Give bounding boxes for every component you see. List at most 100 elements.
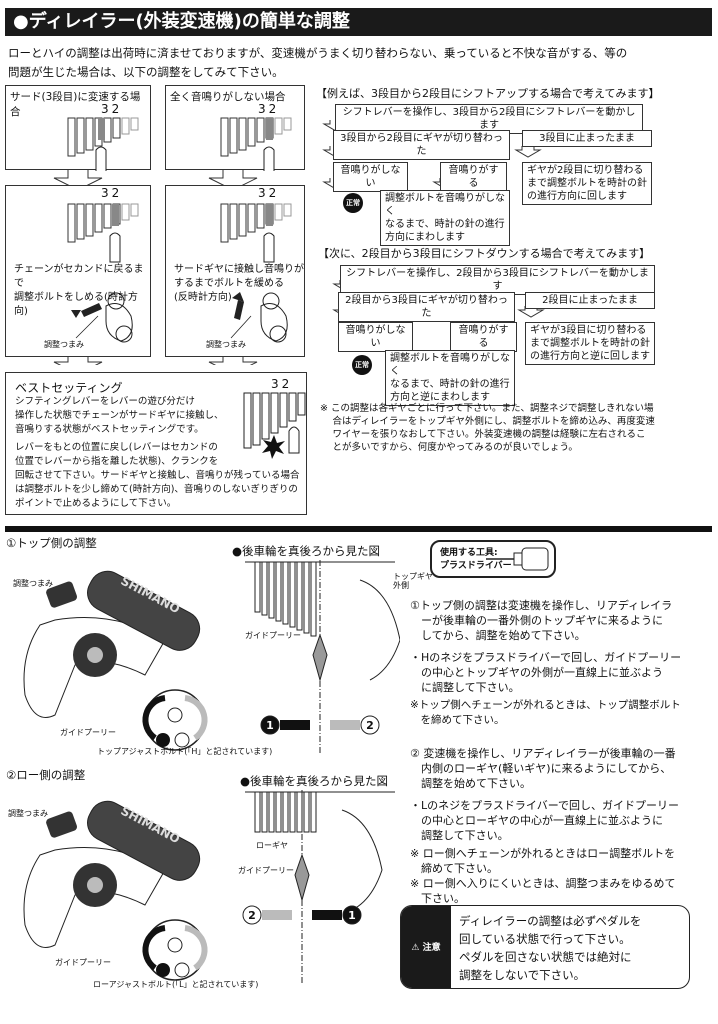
arrow-1: [262, 910, 292, 920]
top-instruction: ①トップ側の調整は変速機を操作し、リアディレイラ ーが後車輪の一番外側のトップギ…: [410, 598, 700, 643]
text-line: ペダルを回さない状態では絶対に: [459, 950, 632, 964]
text-line: 位置でレバーから指を離した状態)、クランクを: [15, 456, 219, 467]
pulley-label: ガイドプーリー: [238, 866, 294, 875]
text-line: ギヤが2段目に切り替わる: [527, 165, 644, 176]
text-line: チェーンがセカンドに戻るまで: [14, 264, 144, 289]
gear-cog: [238, 203, 247, 237]
guide-pulley: [263, 146, 275, 171]
guide-pulley: [312, 633, 328, 682]
flow-down-no-noise: 音鳴りがしない: [338, 322, 413, 352]
derailleur-top-illustration: [23, 570, 208, 751]
text-line: まで調整ボルトを時計の針: [527, 178, 647, 189]
gear-cog: [238, 117, 247, 151]
text-line: してから、調整を始めて下さい。: [410, 629, 586, 642]
gear-cog: [247, 117, 256, 147]
flow-up-switched: 3段目から2段目にギヤが切り替わった: [333, 130, 510, 160]
cog: [261, 791, 268, 833]
derailleur-part: [142, 695, 166, 741]
best-setting-panel: ベストセッティング 32 シフティングレバーをレバーの遊び分だけ 操作した状態で…: [5, 372, 307, 515]
text-line: 音鳴りする状態がベストセッティングです。: [15, 424, 204, 435]
knob-label: 調整つまみ: [8, 809, 48, 818]
derailleur-part: [167, 707, 183, 723]
text-line: ワイヤーを張りなおして下さい。外装変速機の調整は経験に左右されるこ: [320, 429, 646, 440]
cog: [282, 561, 289, 625]
flow-down-start: シフトレバーを操作し、2段目から3段目にシフトレバーを動かします: [340, 265, 655, 295]
derailleur-part: [87, 647, 103, 663]
cog: [275, 791, 282, 833]
loosen-text: サードギヤに接触し音鳴りが するまでボルトを緩める (反時計方向): [174, 263, 304, 305]
text-line: 使用する工具:: [440, 548, 498, 558]
text-line: 操作した状態でチェーンがサードギヤに接触し、: [15, 410, 224, 421]
text-line: 内側のローギヤ(軽いギヤ)に来るようにしてから、: [410, 762, 672, 775]
text-line: 調整を始めて下さい。: [410, 777, 531, 790]
derailleur-low-illustration: [23, 800, 208, 981]
gear-cog: [220, 203, 229, 243]
derailleur-counterclockwise-illustration: [230, 292, 288, 343]
chain-highlight: [266, 204, 273, 226]
text-line: の進行方向と逆に回します: [530, 351, 650, 362]
derailleur-part: [174, 962, 190, 978]
gear-cog: [112, 117, 121, 139]
low-adjust-title: ②ロー側の調整: [6, 768, 86, 782]
text-line: ギヤが3段目に切り替わる: [530, 325, 647, 336]
derailleur-part: [46, 581, 78, 608]
panel-tighten: 32 チェーンがセカンドに戻るまで 調整ボルトをしめる(時計方向) 調整つまみ: [5, 185, 151, 357]
intro-line: 問題が生じた場合は、以下の調整をしてみて下さい。: [8, 65, 284, 79]
caution-label: ⚠ 注意: [401, 906, 451, 988]
text-line: レバーをもとの位置に戻し(レバーはセカンドの: [15, 442, 218, 453]
cassette-illustration: [67, 203, 139, 263]
derailleur-part: [174, 732, 190, 748]
cassette-illustration: [220, 203, 292, 263]
cog: [310, 561, 317, 637]
step-number: 2: [248, 909, 256, 922]
gear-cog: [220, 117, 229, 157]
flow-up-stayed: 3段目に止まったまま: [522, 130, 652, 147]
best-setting-text: シフティングレバーをレバーの遊び分だけ 操作した状態でチェーンがサードギヤに接触…: [15, 395, 224, 437]
flow-down-heading: 【次に、2段目から3段目にシフトダウンする場合で考えてみます】: [318, 247, 651, 260]
text-line: ・Hのネジをプラスドライバーで回し、ガイドプーリー: [410, 651, 682, 664]
low-note-2: ※ ロー側へ入りにくいときは、調整つまみをゆるめて 下さい。: [410, 876, 700, 906]
gear-cog: [121, 117, 130, 135]
panel-title: サード(3段目)に変速する場合: [10, 91, 141, 118]
flow-note: ※ この調整は各ギヤごとに行って下さい。また、調整ネジで調整しきれない場 合はデ…: [320, 402, 655, 454]
flow-up-noise: 音鳴りがする: [440, 162, 507, 192]
screwdriver-icon: [486, 547, 549, 571]
text-line: 調整して下さい。: [410, 829, 509, 842]
cassette-contact-illustration: [243, 392, 306, 459]
step-number: 1: [348, 909, 356, 922]
flow-down-stayed: 2段目に止まったまま: [525, 292, 655, 309]
text-line: 方向にまわします: [385, 232, 465, 243]
text-line: を締めて下さい。: [410, 714, 505, 726]
gear-numbers: 32: [258, 186, 280, 200]
gear-cog: [247, 203, 256, 233]
gear-cog: [229, 203, 238, 240]
chain-highlight: [98, 118, 105, 140]
pulley-label: ガイドプーリー: [55, 958, 111, 967]
text-line: 回転させて下さい。サードギヤと接触し、音鳴りが残っている場合: [15, 470, 300, 481]
text-line: ※ ロー側へ入りにくいときは、調整つまみをゆるめて: [410, 877, 676, 890]
derailleur-part: [46, 811, 78, 838]
intro-line: ローとハイの調整は出荷時に済ませておりますが、変速機がうまく切り替わらない、乗っ…: [8, 46, 628, 60]
tighten-text: チェーンがセカンドに戻るまで 調整ボルトをしめる(時計方向): [14, 263, 150, 319]
cog: [296, 561, 303, 631]
knob-label: 調整つまみ: [44, 340, 84, 349]
cog: [282, 791, 289, 833]
panel-title: 全く音鳴りがしない場合: [170, 91, 286, 103]
section-divider: [5, 526, 712, 532]
flow-arrow: [514, 146, 542, 158]
step-number: 2: [366, 719, 374, 732]
cog: [289, 561, 296, 628]
cog: [303, 791, 310, 833]
panel-loosen: 32 サードギヤに接触し音鳴りが するまでボルトを緩める (反時計方向) 調整つ…: [165, 185, 305, 357]
text-line: トップギヤ: [393, 572, 433, 581]
gear-cog: [94, 203, 103, 233]
caution-label-text: 注意: [422, 943, 441, 953]
text-line: は調整ボルトを少し締めて(時計方向)、音鳴りのしないぎりぎりの: [15, 484, 298, 495]
gear-numbers: 32: [258, 102, 280, 116]
gear-cog: [256, 117, 265, 143]
text-line: の中心とトップギヤの外側が一直線上に並ぶよう: [410, 666, 663, 679]
cog: [268, 791, 275, 833]
caution-box: ⚠ 注意 ディレイラーの調整は必ずペダルを回している状態で行って下さい。ペダルを…: [400, 905, 690, 989]
gear-cog: [85, 117, 94, 151]
